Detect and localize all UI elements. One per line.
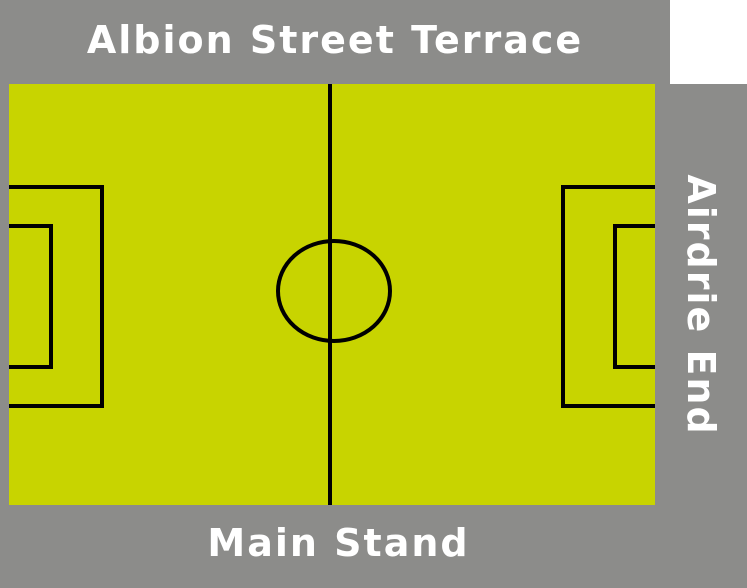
stand-label-albion-street-terrace: Albion Street Terrace [86, 18, 584, 62]
stand-bottom [0, 505, 747, 588]
centre-circle [276, 239, 392, 343]
stand-label-main-stand: Main Stand [207, 521, 470, 565]
right-goal-box [613, 224, 655, 369]
stand-right [655, 84, 747, 505]
stand-top [0, 0, 670, 84]
left-goal-box [9, 224, 53, 369]
stand-left [0, 84, 9, 505]
left-penalty-box [9, 185, 104, 408]
stand-label-airdrie-end: Airdrie End [679, 174, 723, 436]
right-penalty-box [561, 185, 655, 408]
